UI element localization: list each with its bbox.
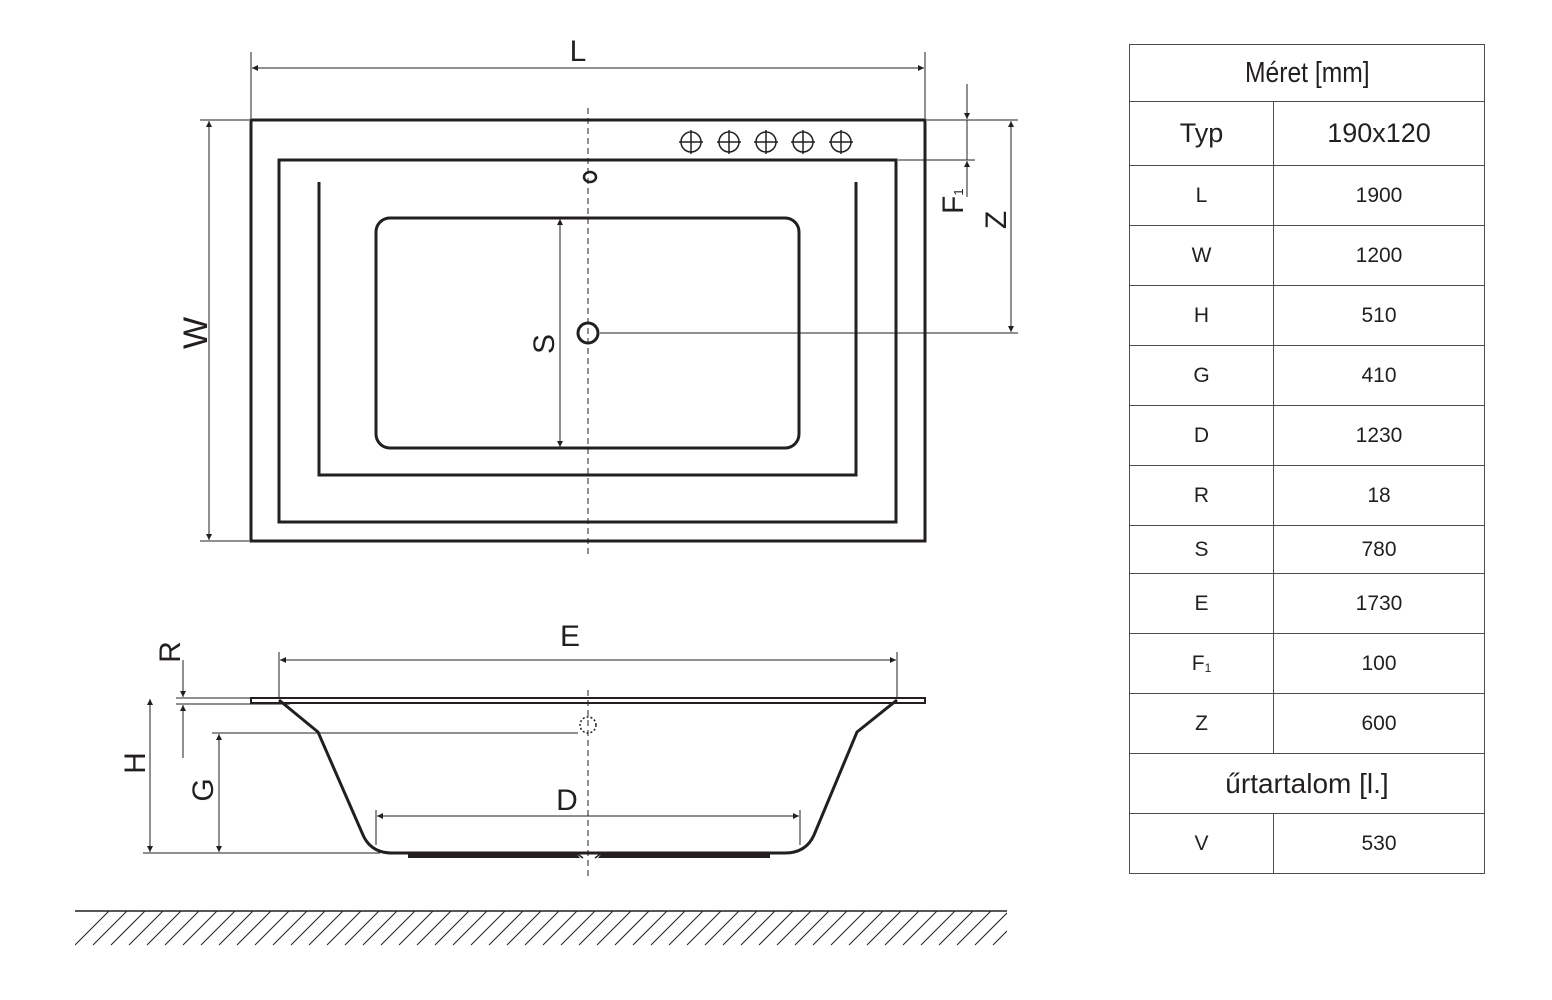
dimension-W: W <box>177 119 249 542</box>
table-header-row: Méret [mm] <box>1129 44 1485 102</box>
dimension-value: 1730 <box>1273 573 1485 634</box>
dimension-Z: Z <box>600 121 1018 334</box>
overflow-icon <box>582 170 598 184</box>
volume-value: 530 <box>1273 813 1485 874</box>
label-Z: Z <box>980 211 1013 229</box>
label-G: G <box>187 778 220 801</box>
volume-label: űrtartalom [l.] <box>1129 753 1485 814</box>
faucet-hole-icon <box>791 130 815 154</box>
label-W: W <box>177 317 215 349</box>
drain-icon <box>576 321 600 345</box>
dimension-F1: F1 <box>898 84 1018 214</box>
label-S: S <box>528 334 561 354</box>
dimension-L: L <box>250 35 926 118</box>
label-H: H <box>119 752 152 774</box>
dimension-key: H <box>1129 285 1274 346</box>
dimension-key: L <box>1129 165 1274 226</box>
table-row-volume: V 530 <box>1129 813 1485 874</box>
faucet-hole-icon <box>829 130 853 154</box>
side-view: E R H G D <box>119 620 926 878</box>
tub-inner-wall <box>317 182 858 477</box>
dimension-key: E <box>1129 573 1274 634</box>
dimension-value: 1900 <box>1273 165 1485 226</box>
dimension-key: F1 <box>1129 633 1274 694</box>
label-E: E <box>560 620 580 653</box>
typ-value: 190x120 <box>1273 101 1485 166</box>
dimension-value: 410 <box>1273 345 1485 406</box>
dimension-H: H <box>119 699 380 854</box>
dimension-D: D <box>375 784 801 845</box>
dimension-value: 1230 <box>1273 405 1485 466</box>
label-R: R <box>154 641 187 663</box>
label-D: D <box>556 784 578 817</box>
faucet-hole-icon <box>754 130 778 154</box>
top-view: L W S F1 Z <box>177 35 1018 558</box>
table-row-volume-label: űrtartalom [l.] <box>1129 753 1485 814</box>
faucet-holes <box>679 130 853 154</box>
dimension-value: 600 <box>1273 693 1485 754</box>
dimension-S: S <box>528 219 563 447</box>
dimension-key: R <box>1129 465 1274 526</box>
volume-key: V <box>1129 813 1274 874</box>
tub-feet <box>408 852 580 858</box>
floor-hatching <box>75 910 1007 946</box>
dimension-key: D <box>1129 405 1274 466</box>
dimension-R: R <box>154 641 290 758</box>
dimension-G: G <box>187 732 578 852</box>
table-header: Méret [mm] <box>1244 56 1370 89</box>
table-row-typ: Typ 190x120 <box>1129 101 1485 166</box>
dimension-value: 780 <box>1273 525 1485 574</box>
dimension-key: S <box>1129 525 1274 574</box>
dimension-key: W <box>1129 225 1274 286</box>
faucet-hole-icon <box>717 130 741 154</box>
overflow-side-icon <box>579 716 597 734</box>
dimension-value: 1200 <box>1273 225 1485 286</box>
dimension-value: 100 <box>1273 633 1485 694</box>
tub-feet <box>598 852 770 858</box>
label-L: L <box>570 35 587 68</box>
faucet-hole-icon <box>679 130 703 154</box>
dimension-value: 18 <box>1273 465 1485 526</box>
label-F1: F1 <box>937 188 970 214</box>
dimension-E: E <box>278 620 898 698</box>
dimension-key: Z <box>1129 693 1274 754</box>
dimension-key: G <box>1129 345 1274 406</box>
dimension-value: 510 <box>1273 285 1485 346</box>
typ-label: Typ <box>1129 101 1274 166</box>
